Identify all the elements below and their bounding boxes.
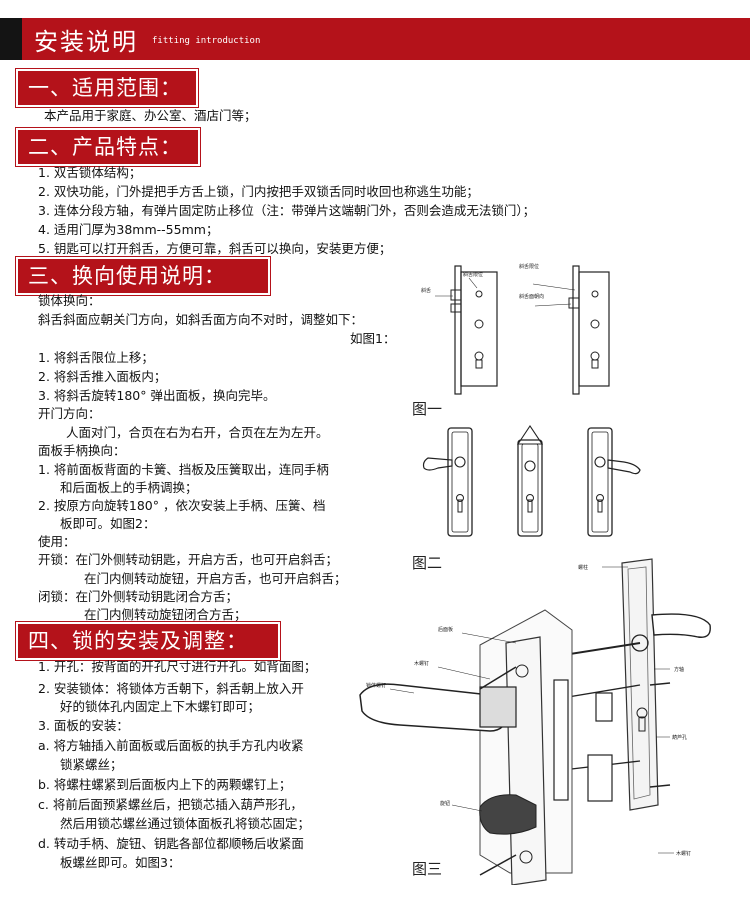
reversal-text: 斜舌斜面应朝关门方向，如斜舌面方向不对时，调整如下：	[38, 312, 364, 327]
section-reversal-heading: 三、换向使用说明：	[15, 256, 271, 296]
install-text: 3. 面板的安装：	[38, 718, 129, 733]
install-text: 板螺丝即可。如图3：	[60, 855, 181, 870]
fig1-label: 斜舌面朝向	[519, 293, 544, 300]
fig1-label: 斜舌限位	[463, 271, 483, 278]
fig3-label: 锁体螺钉	[366, 682, 386, 689]
feature-item: 3. 连体分段方轴，有弹片固定防止移位（注：带弹片这端朝门外，否则会造成无法锁门…	[38, 203, 536, 218]
reversal-text: 面板手柄换向：	[38, 443, 126, 458]
reversal-text: 3. 将斜舌旋转180° 弹出面板，换向完毕。	[38, 388, 276, 403]
install-text: b. 将螺柱螺紧到后面板内上下的两颗螺钉上；	[38, 777, 292, 792]
reversal-text: 2. 按原方向旋转180° ，依次安装上手柄、压簧、档	[38, 498, 326, 513]
header-black-block	[0, 18, 22, 60]
fig3-label: 方轴	[674, 666, 684, 673]
reversal-text: 开门方向：	[38, 406, 101, 421]
fig3-label: 后面板	[438, 626, 453, 633]
figure-3-caption: 图三	[412, 860, 443, 878]
reversal-text: 板即可。如图2：	[60, 516, 156, 531]
figure-3-installation-exploded-view: 螺柱 后面板 方轴 木螺钉 锁体螺钉 旋钮 葫芦孔 木螺钉	[359, 558, 711, 885]
reversal-text: 1. 将斜舌限位上移；	[38, 350, 154, 365]
fig3-label: 葫芦孔	[672, 734, 687, 741]
header-bar: 安装说明 fitting introduction	[0, 0, 750, 62]
install-text: 2. 安装锁体：将锁体方舌朝下，斜舌朝上放入开	[38, 681, 304, 696]
feature-item: 1. 双舌锁体结构；	[38, 165, 142, 180]
install-text: c. 将前后面预紧螺丝后，把锁芯插入葫芦形孔，	[38, 797, 303, 812]
install-text: 锁紧螺丝；	[60, 757, 123, 772]
fig3-label: 螺柱	[578, 564, 588, 571]
section-scope-heading: 一、适用范围：	[15, 68, 199, 108]
reversal-text: 如图1：	[350, 331, 396, 346]
reversal-text: 在门内侧转动旋钮，开启方舌，也可开启斜舌；	[84, 571, 347, 586]
reversal-text: 人面对门，合页在右为右开，合页在左为左开。	[66, 425, 329, 440]
scope-text: 本产品用于家庭、办公室、酒店门等；	[44, 108, 257, 123]
header-title: 安装说明	[34, 28, 138, 56]
reversal-text: 在门内侧转动旋钮闭合方舌；	[84, 607, 247, 622]
fig3-label: 旋钮	[440, 800, 450, 807]
reversal-text: 锁体换向：	[38, 293, 101, 308]
section-install-heading: 四、锁的安装及调整：	[15, 621, 281, 661]
figure-2-caption: 图二	[412, 554, 443, 572]
figure-1-caption: 图一	[412, 400, 443, 418]
install-text: a. 将方轴插入前面板或后面板的执手方孔内收紧	[38, 738, 304, 753]
fig3-label: 木螺钉	[676, 850, 691, 857]
reversal-text: 闭锁：在门外侧转动钥匙闭合方舌；	[38, 589, 239, 604]
section-features-heading: 二、产品特点：	[15, 127, 201, 167]
install-text: 好的锁体孔内固定上下木螺钉即可；	[60, 699, 261, 714]
figure-2-handle-reversal-diagram	[422, 425, 641, 537]
header-subtitle: fitting introduction	[152, 36, 261, 46]
reversal-text: 和后面板上的手柄调换；	[60, 480, 198, 495]
feature-item: 4. 适用门厚为38mm--55mm；	[38, 222, 219, 237]
reversal-text: 2. 将斜舌推入面板内；	[38, 369, 167, 384]
reversal-text: 1. 将前面板背面的卡簧、挡板及压簧取出，连同手柄	[38, 462, 329, 477]
fig1-label: 斜舌	[421, 287, 431, 294]
reversal-text: 使用：	[38, 534, 76, 549]
reversal-text: 开锁：在门外侧转动钥匙，开启方舌，也可开启斜舌；	[38, 552, 339, 567]
fig3-label: 木螺钉	[414, 660, 429, 667]
feature-item: 5. 钥匙可以打开斜舌，方便可靠，斜舌可以换向，安装更方便；	[38, 241, 392, 256]
install-text: 1. 开孔：按背面的开孔尺寸进行开孔。如背面图；	[38, 659, 317, 674]
feature-item: 2. 双快功能，门外提把手方舌上锁，门内按把手双锁舌同时收回也称逃生功能；	[38, 184, 479, 199]
header-red-band	[22, 18, 750, 60]
install-text: 然后用锁芯螺丝通过锁体面板孔将锁芯固定；	[60, 816, 311, 831]
install-text: d. 转动手柄、旋钮、钥匙各部位都顺畅后收紧面	[38, 836, 304, 851]
figure-1-lock-body-diagram: 斜舌 斜舌限位 斜舌限位 斜舌面朝向	[421, 263, 610, 395]
fig1-label: 斜舌限位	[519, 263, 539, 270]
